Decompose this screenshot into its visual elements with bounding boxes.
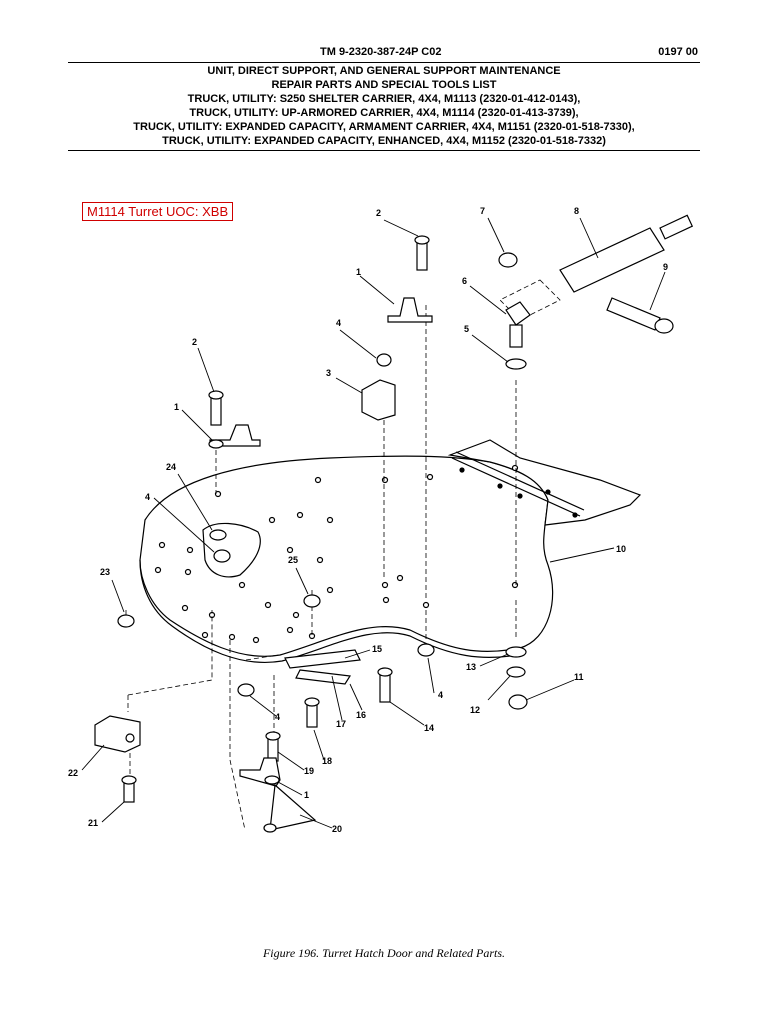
callout-label: 14 <box>424 723 434 733</box>
callout-label: 12 <box>470 705 480 715</box>
hardware-parts <box>94 214 694 833</box>
callout-label: 1 <box>174 402 179 412</box>
callout-label: 4 <box>275 712 280 722</box>
callout-label: 7 <box>480 206 485 216</box>
callout-label: 15 <box>372 644 382 654</box>
uoc-label: M1114 Turret UOC: XBB <box>82 202 234 221</box>
hinge-bolts <box>459 467 578 518</box>
callout-label: 9 <box>663 262 668 272</box>
callout-label: 23 <box>100 567 110 577</box>
header-title-line: REPAIR PARTS AND SPECIAL TOOLS LIST <box>271 79 497 91</box>
callout-label: 2 <box>376 208 381 218</box>
callout-label: 4 <box>438 690 443 700</box>
callout-label: 5 <box>464 324 469 334</box>
work-package-number: 0197 00 <box>658 46 698 58</box>
callout-label: 17 <box>336 719 346 729</box>
callout-leaders <box>81 217 666 829</box>
callout-labels: 1 2 1 2 3 4 5 6 7 8 9 10 11 12 13 14 15 … <box>68 206 668 834</box>
plate-holes <box>154 464 519 644</box>
callout-label: 10 <box>616 544 626 554</box>
hatch-door-plate <box>139 455 554 657</box>
callout-label: 20 <box>332 824 342 834</box>
header-title-line: TRUCK, UTILITY: EXPANDED CAPACITY, ARMAM… <box>133 121 635 133</box>
callout-label: 24 <box>166 462 176 472</box>
callout-label: 13 <box>466 662 476 672</box>
callout-label: 11 <box>574 672 584 682</box>
callout-label: 2 <box>192 337 197 347</box>
callout-label: 1 <box>356 267 361 277</box>
callout-label: 16 <box>356 710 366 720</box>
hinge-plate <box>447 439 642 526</box>
header-top-line: TM 9-2320-387-24P C02 0197 00 <box>68 44 700 63</box>
header-title-line: TRUCK, UTILITY: EXPANDED CAPACITY, ENHAN… <box>162 135 606 147</box>
figure-caption: Figure 196. Turret Hatch Door and Relate… <box>262 946 506 960</box>
callout-label: 1 <box>304 790 309 800</box>
callout-label: 22 <box>68 768 78 778</box>
tm-number: TM 9-2320-387-24P C02 <box>320 46 442 58</box>
callout-label: 8 <box>574 206 579 216</box>
hatch-door-plate-edge <box>139 559 523 663</box>
header-title-line: UNIT, DIRECT SUPPORT, AND GENERAL SUPPOR… <box>207 65 561 77</box>
callout-label: 3 <box>326 368 331 378</box>
callout-label: 4 <box>336 318 341 328</box>
callout-label: 25 <box>288 555 298 565</box>
callout-label: 4 <box>145 492 150 502</box>
callout-label: 19 <box>304 766 314 776</box>
callout-label: 21 <box>88 818 98 828</box>
callout-label: 18 <box>322 756 332 766</box>
callout-label: 6 <box>462 276 467 286</box>
header-title-line: TRUCK, UTILITY: S250 SHELTER CARRIER, 4X… <box>187 93 581 105</box>
header-title-line: TRUCK, UTILITY: UP-ARMORED CARRIER, 4X4,… <box>189 107 579 119</box>
header-title-block: UNIT, DIRECT SUPPORT, AND GENERAL SUPPOR… <box>68 64 700 151</box>
